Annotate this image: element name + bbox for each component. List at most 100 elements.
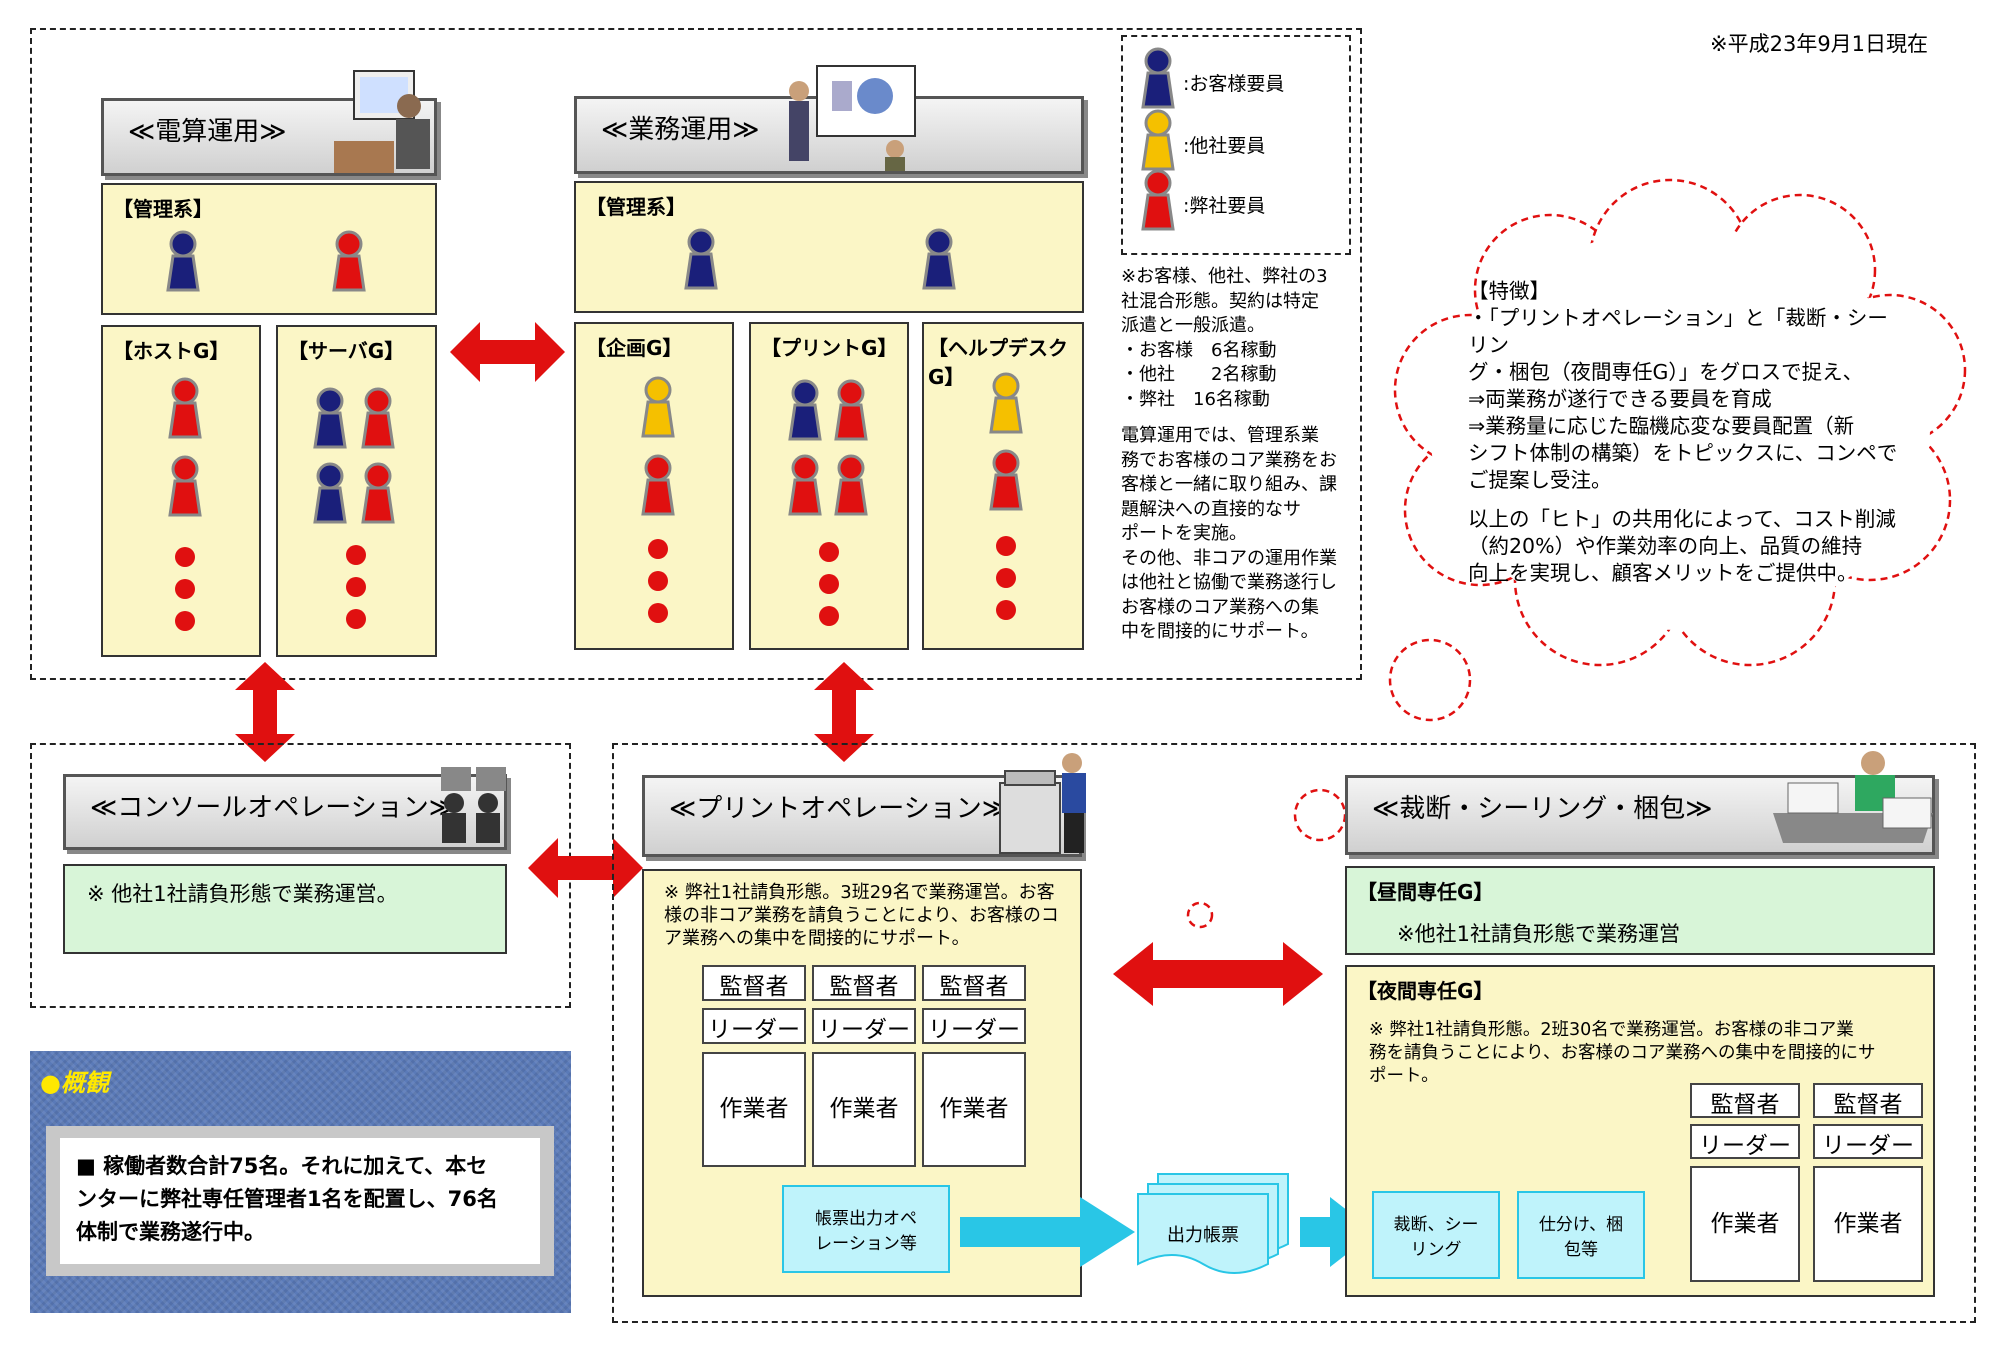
worker-cell: 作業者 [922,1052,1026,1167]
server-group-label: 【サーバG】 [288,339,405,363]
biz-ops-title: ≪業務運用≫ [601,115,760,145]
console-operators-illustration [441,767,506,843]
summary-card: ■ 稼働者数合計75名。それに加えて、本センターに弊社専任管理者1名を配置し、7… [60,1138,540,1264]
our-company-person-icon [168,377,202,439]
print-op-note: ※ 弊社1社請負形態。3班29名で業務運営。お客様の非コア業務を請負うことにより… [664,882,1059,949]
upper-operations-frame [30,28,1362,680]
output-forms-document [1137,1173,1289,1274]
dp-ops-banner: ≪電算運用≫ [101,70,437,176]
our-company-person-icon [361,387,395,449]
customer-person-icon [922,228,956,290]
packing-worker-illustration [1773,751,1933,843]
day-group-label: 【昼間専任G】 [1357,880,1494,904]
customer-person-icon [684,228,718,290]
vertical-arrow-print [814,662,874,762]
legend-customer: :お客様要員 [1183,73,1285,95]
cutting-sealing-process: 裁断、シーリング [1372,1191,1500,1279]
biz-ops-banner: ≪業務運用≫ [574,65,1084,174]
customer-person-icon [1141,47,1175,109]
leader-cell: リーダー [1813,1124,1923,1159]
output-forms-label: 出力帳票 [1167,1225,1239,1246]
our-company-person-icon [641,454,675,516]
printer-operator-illustration [999,753,1086,854]
leader-cell: リーダー [702,1008,806,1044]
leader-cell: リーダー [922,1008,1026,1044]
worker-cell: 作業者 [1813,1166,1923,1282]
host-group-box: 【ホストG】 [101,325,261,657]
cut-seal-title: ≪裁断・シーリング・梱包≫ [1372,794,1713,824]
customer-person-icon [313,387,347,449]
customer-person-icon [166,230,200,292]
customer-person-icon [788,379,822,441]
planning-group-label: 【企画G】 [586,336,683,360]
supervisor-cell: 監督者 [812,965,916,1001]
summary-panel: ●概観 ■ 稼働者数合計75名。それに加えて、本センターに弊社専任管理者1名を配… [30,1051,571,1313]
more-staff-dots [648,539,668,623]
more-staff-dots [819,542,839,626]
bidirectional-arrow [450,322,565,382]
our-company-person-icon [989,449,1023,511]
helpdesk-group-label: 【ヘルプデスクG】 [928,336,1068,389]
sorting-packing-process: 仕分け、梱包等 [1517,1191,1645,1279]
print-op-title: ≪プリントオペレーション≫ [669,794,1009,824]
more-staff-dots [175,547,195,631]
leader-cell: リーダー [812,1008,916,1044]
supervisor-cell: 監督者 [1690,1083,1800,1118]
features-text: 【特徴】・「プリントオペレーション」と「裁断・シーリング・梱包（夜間専任G）」を… [1468,279,1898,585]
print-group-box: 【プリントG】 [749,322,909,650]
bidirectional-arrow [528,838,643,898]
leader-cell: リーダー [1690,1124,1800,1159]
flow-arrow [1300,1197,1375,1267]
our-company-person-icon [332,230,366,292]
legend-box: :お客様要員 :他社要員 :弊社要員 [1121,35,1351,255]
console-note: ※ 他社1社請負形態で業務運営。 [87,882,398,906]
our-company-person-icon [361,462,395,524]
supervisor-cell: 監督者 [1813,1083,1923,1118]
more-staff-dots [996,536,1016,620]
dp-mgmt-box: 【管理系】 [101,183,437,315]
console-title: ≪コンソールオペレーション≫ [90,793,456,823]
planning-group-box: 【企画G】 [574,322,734,650]
form-output-process: 帳票出力オペレーション等 [782,1185,950,1273]
console-banner: ≪コンソールオペレーション≫ [63,767,507,850]
summary-heading: ●概観 [40,1069,109,1097]
supervisor-cell: 監督者 [702,965,806,1001]
print-op-banner: ≪プリントオペレーション≫ [642,753,1086,857]
print-group-label: 【プリントG】 [761,336,898,360]
features-cloud [1186,178,1967,929]
helpdesk-group-box: 【ヘルプデスクG】 [922,322,1084,650]
night-group-box: 【夜間専任G】 ※ 弊社1社請負形態。2班30名で業務運営。お客様の非コア業務を… [1345,965,1935,1297]
presentation-illustration [789,65,916,171]
vertical-arrow-console [235,662,295,762]
print-op-box: ※ 弊社1社請負形態。3班29名で業務運営。お客様の非コア業務を請負うことにより… [642,869,1082,1297]
our-company-person-icon [788,454,822,516]
other-company-person-icon [989,372,1023,434]
dp-ops-title: ≪電算運用≫ [128,117,287,147]
dp-mgmt-label: 【管理系】 [113,197,213,221]
day-group-note: ※他社1社請負形態で業務運営 [1397,922,1680,946]
as-of-date: ※平成23年9月1日現在 [1710,32,1929,56]
other-company-person-icon [1141,109,1175,171]
biz-mgmt-label: 【管理系】 [586,195,686,219]
legend-other: :他社要員 [1183,135,1266,157]
legend-ours: :弊社要員 [1183,195,1266,217]
cut-seal-banner: ≪裁断・シーリング・梱包≫ [1345,751,1935,855]
bidirectional-arrow [1113,942,1323,1006]
lower-operations-frame [612,743,1976,1323]
biz-mgmt-box: 【管理系】 [574,181,1084,313]
other-company-person-icon [641,376,675,438]
our-company-person-icon [834,454,868,516]
pc-worker-illustration [334,70,430,173]
night-group-label: 【夜間専任G】 [1357,979,1494,1003]
host-group-label: 【ホストG】 [113,339,230,363]
console-note-box: ※ 他社1社請負形態で業務運営。 [63,864,507,954]
our-company-person-icon [834,379,868,441]
our-company-person-icon [168,455,202,517]
day-group-box: 【昼間専任G】 ※他社1社請負形態で業務運営 [1345,866,1935,955]
worker-cell: 作業者 [1690,1166,1800,1282]
customer-person-icon [313,462,347,524]
worker-cell: 作業者 [702,1052,806,1167]
supervisor-cell: 監督者 [922,965,1026,1001]
flow-arrow [960,1197,1135,1267]
